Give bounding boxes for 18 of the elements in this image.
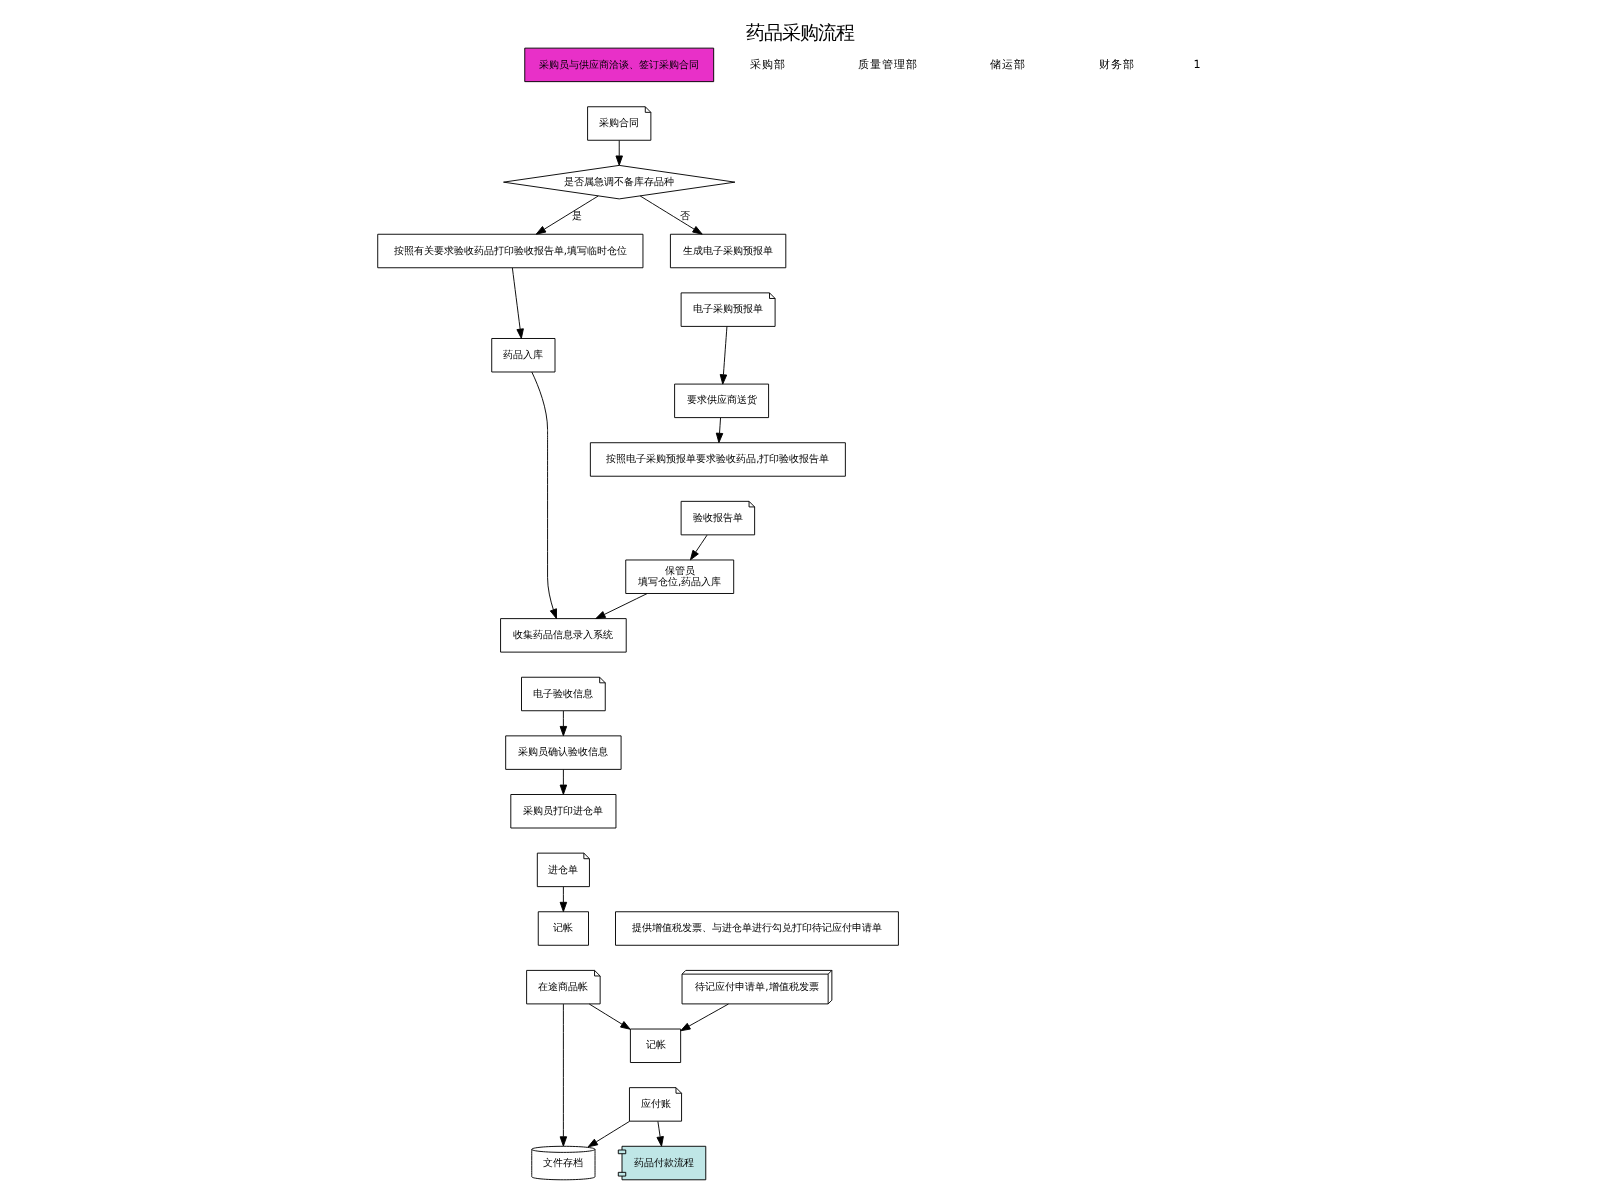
arrow (587, 1120, 631, 1148)
arrow (535, 195, 599, 235)
arrow (559, 710, 568, 737)
arrow (639, 195, 703, 235)
arrow (559, 886, 568, 913)
arrow (511, 267, 524, 339)
arrow (690, 534, 708, 561)
arrow (680, 1003, 729, 1032)
arrow (715, 417, 724, 444)
arrow (559, 769, 568, 795)
arrow (588, 1003, 631, 1030)
arrow (559, 1003, 568, 1147)
arrow (615, 140, 623, 166)
arrow (719, 326, 728, 385)
arrow (656, 1121, 664, 1147)
diagram-title: 药品采购流程 (746, 22, 854, 45)
arrow (531, 371, 557, 620)
arrow (595, 593, 648, 620)
